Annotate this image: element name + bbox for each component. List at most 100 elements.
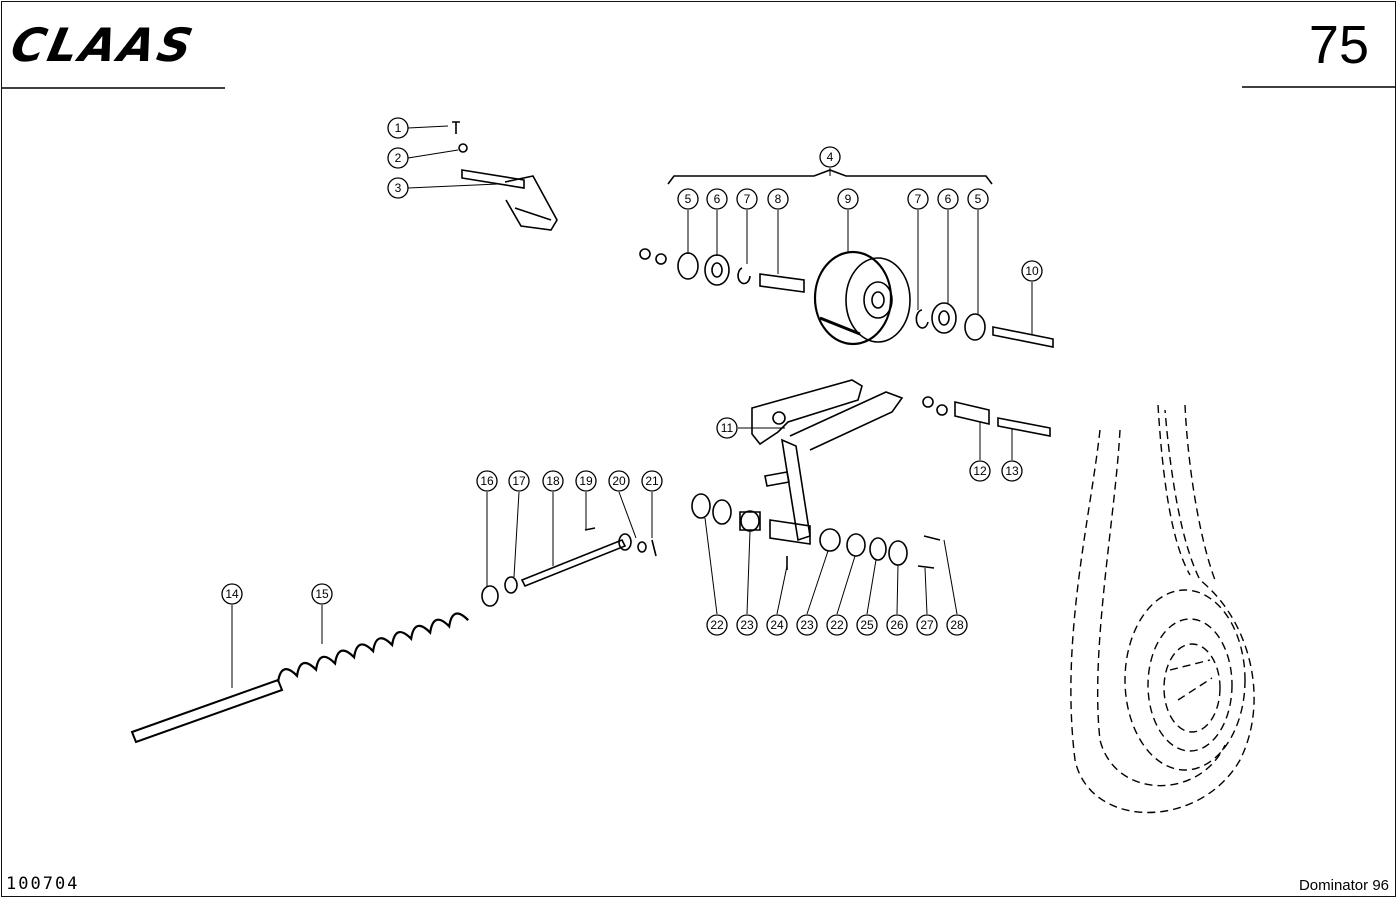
bolt-part-13 <box>997 417 1051 437</box>
callout-number: 21 <box>645 474 659 488</box>
callout-circle <box>796 614 818 636</box>
callout-18: 18 <box>542 470 564 492</box>
callout-number: 5 <box>685 192 692 206</box>
part-bracket-assembly <box>452 121 558 231</box>
callout-number: 27 <box>920 618 934 632</box>
callout-number: 23 <box>740 618 754 632</box>
callout-21: 21 <box>641 470 663 492</box>
callout-number: 13 <box>1005 464 1019 478</box>
page-number: 75 <box>1308 15 1369 75</box>
callout-15: 15 <box>311 583 333 605</box>
callout-circle <box>508 470 530 492</box>
tension-arm-part-11 <box>751 379 904 545</box>
callout-circle <box>387 177 409 199</box>
callout-circle <box>826 614 848 636</box>
callout-circle <box>716 417 738 439</box>
callout-number: 17 <box>512 474 526 488</box>
callout-circle <box>221 583 243 605</box>
callout-22: 22 <box>706 614 728 636</box>
callout-number: 24 <box>770 618 784 632</box>
callout-circle <box>886 614 908 636</box>
callout-number: 4 <box>827 150 834 164</box>
callout-6: 6 <box>937 188 959 210</box>
model-name: Dominator 96 <box>1298 877 1389 894</box>
callout-number: 20 <box>612 474 626 488</box>
callout-circle <box>736 188 758 210</box>
callout-number: 22 <box>710 618 724 632</box>
callout-22: 22 <box>826 614 848 636</box>
callout-3: 3 <box>387 177 409 199</box>
callout-number: 28 <box>950 618 964 632</box>
callout-2: 2 <box>387 147 409 169</box>
part-drawings <box>130 121 1255 814</box>
callout-20: 20 <box>608 470 630 492</box>
callout-6: 6 <box>706 188 728 210</box>
callout-25: 25 <box>856 614 878 636</box>
callout-number: 23 <box>800 618 814 632</box>
callout-13: 13 <box>1001 460 1023 482</box>
callout-14: 14 <box>221 583 243 605</box>
callout-28: 28 <box>946 614 968 636</box>
callout-27: 27 <box>916 614 938 636</box>
callout-circle <box>542 470 564 492</box>
bushing-part-12 <box>954 400 990 426</box>
callout-7: 7 <box>907 188 929 210</box>
callout-number: 7 <box>915 192 922 206</box>
callout-5: 5 <box>677 188 699 210</box>
callout-circle <box>641 470 663 492</box>
callout-number: 1 <box>395 121 402 135</box>
callout-23: 23 <box>796 614 818 636</box>
callout-circle <box>1001 460 1023 482</box>
callout-circle <box>706 614 728 636</box>
callout-10: 10 <box>1021 260 1043 282</box>
callout-circle <box>476 470 498 492</box>
callout-number: 2 <box>395 151 402 165</box>
pulley-right-components <box>915 302 1054 348</box>
callout-4: 4 <box>819 146 841 168</box>
callout-number: 12 <box>973 464 987 478</box>
callout-number: 10 <box>1025 264 1039 278</box>
callout-17: 17 <box>508 470 530 492</box>
callout-circle <box>677 188 699 210</box>
belt-pulley-part-9 <box>813 250 911 346</box>
callout-number: 26 <box>890 618 904 632</box>
spring-rod-assembly <box>130 527 657 744</box>
leader-lines <box>231 125 1033 688</box>
callout-number: 19 <box>579 474 593 488</box>
callout-circle <box>907 188 929 210</box>
callout-number: 25 <box>860 618 874 632</box>
callout-number: 6 <box>714 192 721 206</box>
shaft-components-row <box>691 493 941 570</box>
callout-11: 11 <box>716 417 738 439</box>
callout-circle <box>969 460 991 482</box>
callout-circle <box>937 188 959 210</box>
callout-5: 5 <box>967 188 989 210</box>
callout-circle <box>706 188 728 210</box>
callout-circle <box>387 117 409 139</box>
belt-drive-outline <box>1070 404 1255 814</box>
callout-number: 11 <box>721 421 734 435</box>
callout-number: 8 <box>775 192 782 206</box>
callout-23: 23 <box>736 614 758 636</box>
callout-number: 18 <box>546 474 560 488</box>
callout-16: 16 <box>476 470 498 492</box>
callout-number: 9 <box>845 192 852 206</box>
callout-number: 7 <box>744 192 751 206</box>
callout-24: 24 <box>766 614 788 636</box>
callout-number: 3 <box>395 181 402 195</box>
pulley-left-components <box>639 248 805 293</box>
document-code: 100704 <box>6 874 80 894</box>
callout-circle <box>767 188 789 210</box>
callout-number: 5 <box>975 192 982 206</box>
callout-8: 8 <box>767 188 789 210</box>
callout-7: 7 <box>736 188 758 210</box>
callout-circle <box>967 188 989 210</box>
callout-number: 6 <box>945 192 952 206</box>
callout-number: 16 <box>480 474 494 488</box>
callout-number: 22 <box>830 618 844 632</box>
callout-circle <box>916 614 938 636</box>
